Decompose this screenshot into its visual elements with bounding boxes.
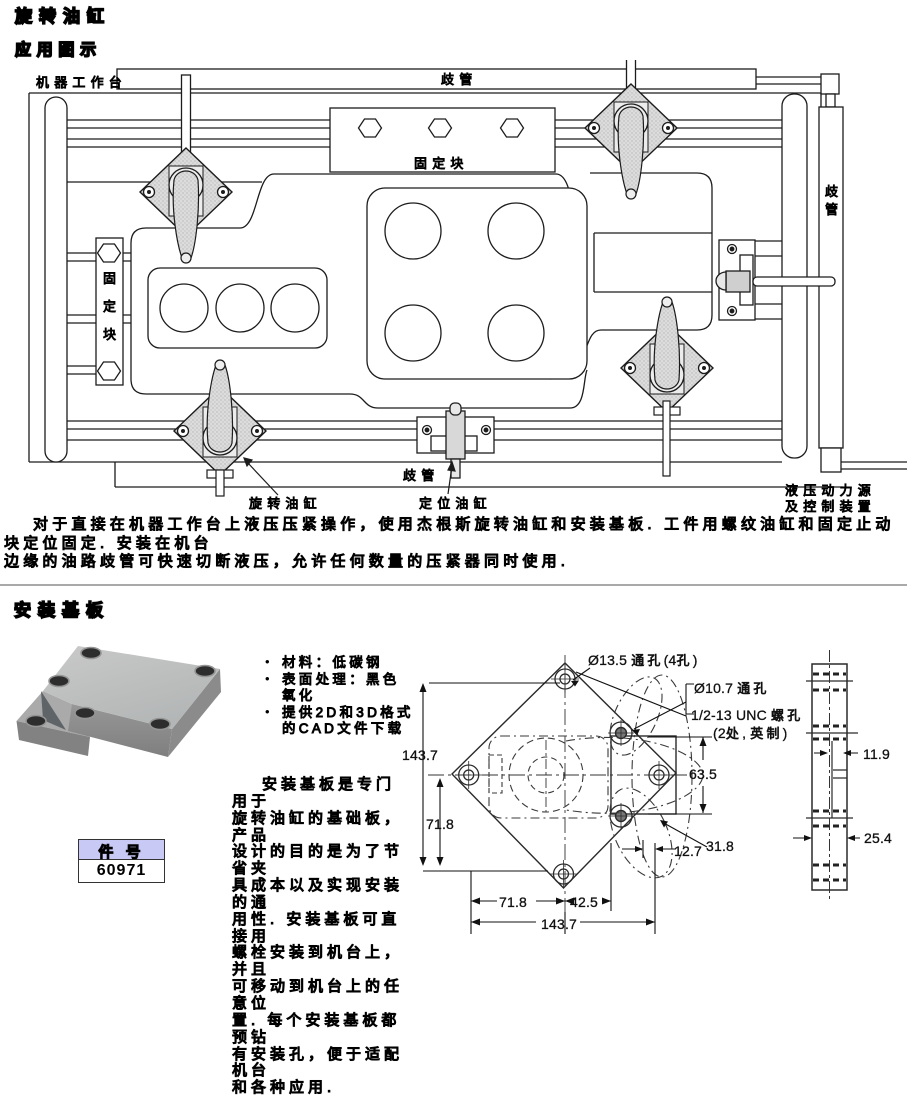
svg-text:71.8: 71.8	[426, 816, 454, 832]
svg-text:42.5: 42.5	[570, 894, 598, 910]
svg-text:Ø13.5 通孔(4孔): Ø13.5 通孔(4孔)	[588, 652, 698, 668]
svg-text:63.5: 63.5	[689, 766, 717, 782]
svg-text:71.8: 71.8	[499, 894, 527, 910]
svg-text:管: 管	[825, 202, 843, 217]
svg-text:歧: 歧	[825, 184, 843, 199]
svg-text:(2处, 英制): (2处, 英制)	[713, 725, 788, 741]
svg-text:31.8: 31.8	[706, 838, 734, 854]
svg-text:歧管: 歧管	[441, 72, 477, 87]
svg-text:机器工作台: 机器工作台	[36, 75, 127, 90]
svg-text:25.4: 25.4	[864, 830, 892, 846]
svg-text:液压动力源: 液压动力源	[785, 483, 876, 498]
svg-text:定位油缸: 定位油缸	[419, 496, 492, 511]
svg-text:Ø10.7 通孔: Ø10.7 通孔	[694, 680, 770, 696]
svg-text:143.7: 143.7	[402, 747, 438, 763]
svg-text:及控制装置: 及控制装置	[785, 499, 876, 514]
svg-text:12.7: 12.7	[674, 843, 702, 859]
svg-text:1/2-13 UNC 螺孔: 1/2-13 UNC 螺孔	[691, 707, 803, 723]
svg-text:固: 固	[103, 271, 121, 286]
svg-text:11.9: 11.9	[863, 746, 890, 762]
svg-text:143.7: 143.7	[541, 916, 577, 932]
svg-text:旋转油缸: 旋转油缸	[249, 496, 322, 511]
svg-text:固定块: 固定块	[414, 156, 469, 171]
svg-text:歧管: 歧管	[403, 468, 439, 483]
svg-text:块: 块	[103, 327, 121, 342]
svg-text:定: 定	[103, 299, 121, 314]
